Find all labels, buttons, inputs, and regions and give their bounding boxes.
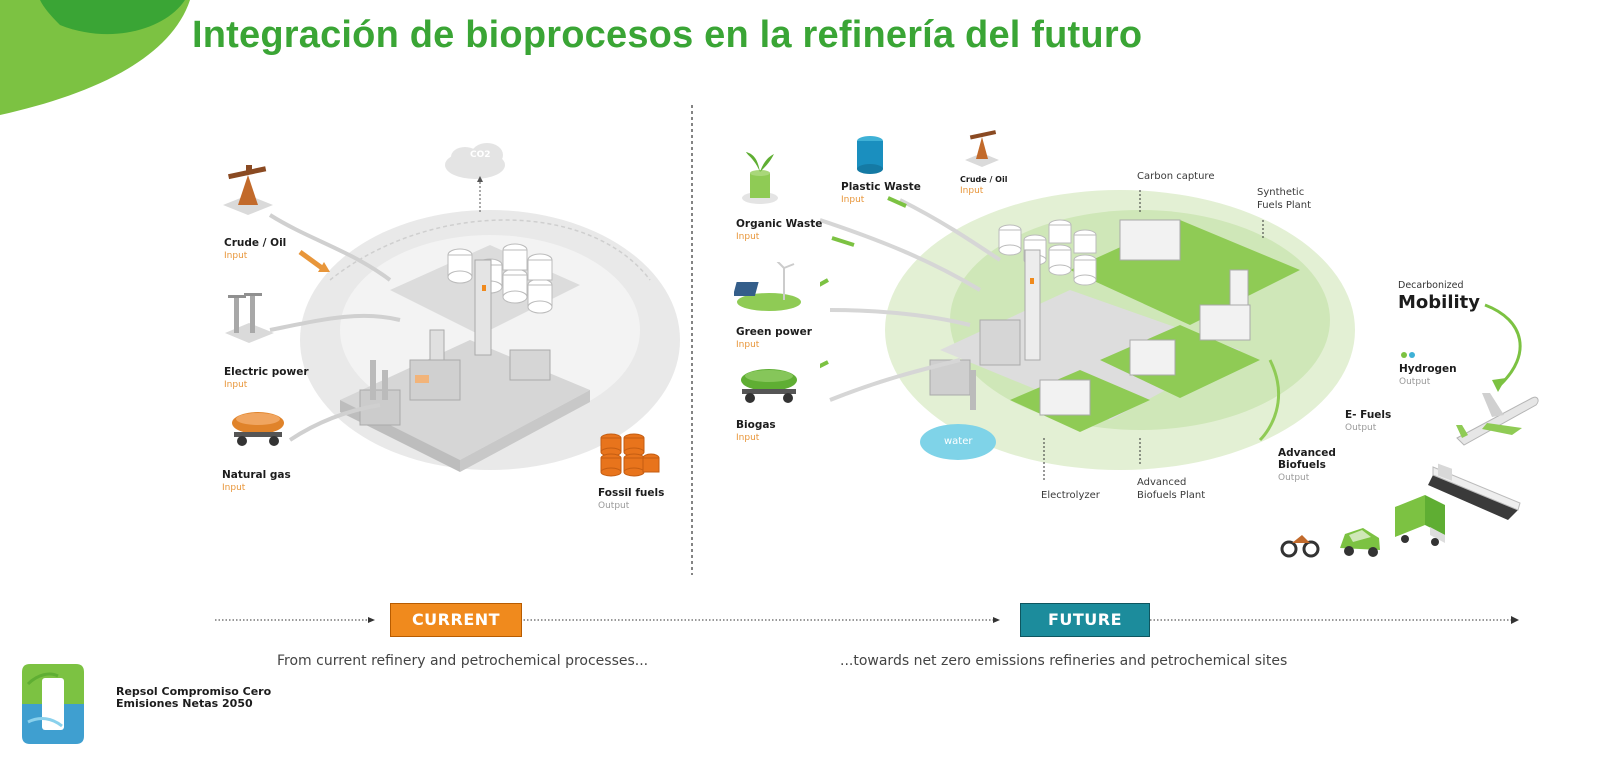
- electrolyzer-label: Electrolyzer: [1041, 490, 1100, 501]
- future-output-e-fuels: E- Fuels Output: [1345, 409, 1391, 433]
- co2-cloud-label: CO2: [470, 150, 491, 160]
- airplane-icon: [1456, 393, 1539, 446]
- current-input-natural-gas-label: Natural gas: [222, 469, 291, 481]
- future-refinery-illustration: [820, 190, 1355, 482]
- synthetic-fuels-plant-label: Synthetic Fuels Plant: [1257, 187, 1312, 211]
- future-input-plastic-waste-sub: Input: [841, 195, 865, 205]
- future-output-hydrogen: Hydrogen Output: [1399, 363, 1457, 387]
- future-input-green-power: Green power Input: [736, 326, 812, 350]
- current-output-fossil-fuels-label: Fossil fuels: [598, 487, 665, 499]
- section-divider: [691, 105, 693, 575]
- green-power-icon: [734, 262, 801, 311]
- future-input-green-power-sub: Input: [736, 340, 760, 350]
- mobility-small-label: Decarbonized: [1398, 280, 1464, 291]
- mobility-big-label: Mobility: [1398, 292, 1481, 313]
- future-badge: FUTURE: [1020, 603, 1150, 637]
- corner-leaf-decoration: [0, 0, 190, 115]
- mobility-arrow: [1484, 303, 1522, 392]
- future-input-organic-waste-sub: Input: [736, 232, 760, 242]
- future-output-advanced-biofuels: Advanced Biofuels Output: [1278, 447, 1348, 483]
- current-input-electric-power-label: Electric power: [224, 366, 309, 378]
- current-input-natural-gas-sub: Input: [222, 483, 246, 493]
- future-input-biogas-sub: Input: [736, 433, 760, 443]
- repsol-commitment-logo: [22, 664, 84, 744]
- current-input-electric-power: Electric power Input: [224, 366, 309, 390]
- oil-pump-icon: [223, 165, 273, 215]
- fossil-fuel-barrels-icon: [600, 433, 660, 477]
- future-output-hydrogen-sub: Output: [1399, 377, 1431, 387]
- future-input-biogas-label: Biogas: [736, 419, 776, 431]
- biogas-tank-wagon-icon: [741, 369, 797, 403]
- future-input-crude-oil-label: Crude / Oil: [960, 175, 1008, 184]
- organic-waste-icon: [742, 152, 778, 204]
- ship-icon: [1428, 463, 1521, 520]
- current-input-natural-gas: Natural gas Input: [222, 469, 291, 493]
- future-output-e-fuels-sub: Output: [1345, 423, 1377, 433]
- hydrogen-dots-icon: [1401, 352, 1415, 358]
- future-input-crude-oil-sub: Input: [960, 186, 984, 196]
- gas-tank-wagon-icon: [232, 412, 284, 446]
- future-output-advanced-biofuels-label: Advanced Biofuels: [1278, 447, 1336, 471]
- car-icon: [1340, 528, 1380, 557]
- future-output-e-fuels-label: E- Fuels: [1345, 409, 1392, 421]
- future-output-advanced-biofuels-sub: Output: [1278, 473, 1310, 483]
- future-input-crude-oil: Crude / Oil Input: [960, 175, 1007, 196]
- truck-icon: [1395, 495, 1445, 546]
- future-input-plastic-waste-label: Plastic Waste: [841, 181, 921, 193]
- current-refinery-illustration: [268, 143, 680, 472]
- timeline-dotted-line: [215, 616, 1519, 624]
- future-input-organic-waste: Organic Waste Input: [736, 218, 822, 242]
- current-input-crude-oil-sub: Input: [224, 251, 248, 261]
- current-output-fossil-fuels: Fossil fuels Output: [598, 487, 664, 511]
- current-caption: From current refinery and petrochemical …: [277, 653, 649, 669]
- advanced-biofuels-plant-label: Advanced Biofuels Plant: [1137, 477, 1206, 501]
- carbon-capture-label: Carbon capture: [1137, 171, 1215, 182]
- power-pylon-icon: [225, 293, 274, 343]
- brand-text: Repsol Compromiso Cero Emisiones Netas 2…: [116, 685, 272, 710]
- future-input-green-power-label: Green power: [736, 326, 812, 338]
- future-input-plastic-waste: Plastic Waste Input: [841, 181, 921, 205]
- oil-pump-icon-future: [965, 130, 999, 167]
- motorcycle-icon: [1280, 535, 1320, 558]
- current-input-electric-power-sub: Input: [224, 380, 248, 390]
- future-caption: ...towards net zero emissions refineries…: [840, 653, 1288, 669]
- current-input-crude-oil-label: Crude / Oil: [224, 237, 287, 249]
- future-input-biogas: Biogas Input: [736, 419, 776, 443]
- current-input-crude-oil: Crude / Oil Input: [224, 237, 286, 261]
- future-input-organic-waste-label: Organic Waste: [736, 218, 823, 230]
- plastic-waste-icon: [857, 136, 883, 174]
- slide-title: Integración de bioprocesos en la refiner…: [192, 14, 1143, 56]
- current-badge: CURRENT: [390, 603, 522, 637]
- future-output-hydrogen-label: Hydrogen: [1399, 363, 1457, 375]
- current-output-fossil-fuels-sub: Output: [598, 501, 630, 511]
- water-label: water: [944, 436, 973, 447]
